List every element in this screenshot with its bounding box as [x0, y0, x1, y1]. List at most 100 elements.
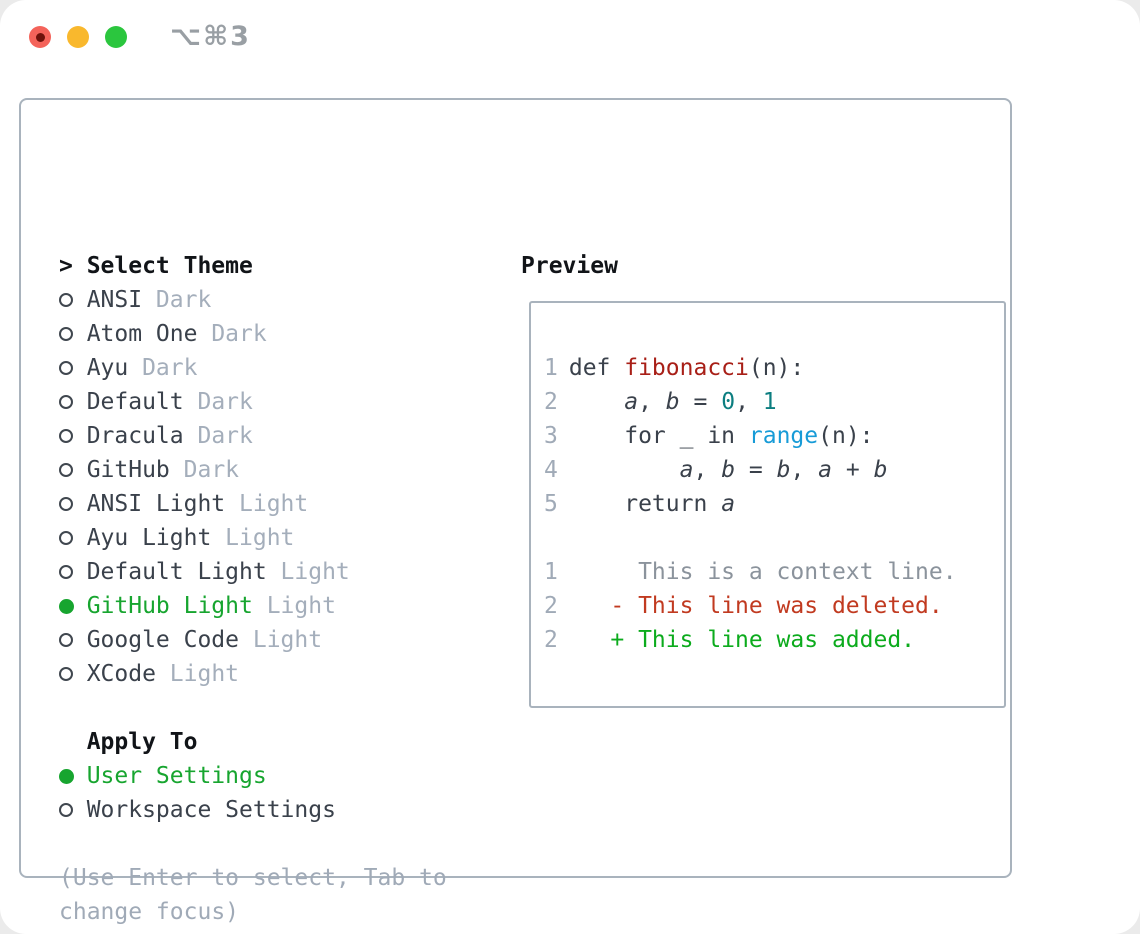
code-token — [735, 423, 749, 449]
code-token: range — [748, 423, 819, 449]
radio-selected-icon — [59, 768, 74, 784]
radio-icon — [59, 429, 87, 443]
code-line: 3 for _ in range(n): — [544, 419, 1004, 453]
radio-unselected-icon — [59, 429, 73, 443]
radio-selected-icon — [59, 598, 74, 614]
code-token: in — [707, 423, 736, 449]
titlebar[interactable]: ⌥⌘3 — [29, 21, 251, 52]
line-number: 1 — [544, 559, 558, 585]
radio-icon — [59, 768, 87, 784]
window-title: ⌥⌘3 — [170, 21, 251, 52]
code-token: = — [679, 389, 722, 415]
theme-option-xcode[interactable]: XCode Light — [59, 657, 504, 691]
code-line: 4 a, b = b, a + b — [544, 453, 1004, 487]
apply-option-workspace-settings[interactable]: Workspace Settings — [59, 793, 504, 827]
code-token: a — [721, 491, 736, 517]
radio-icon — [59, 327, 87, 341]
theme-name: Default — [86, 389, 184, 415]
radio-icon — [59, 565, 87, 579]
hint-line: change focus) — [59, 899, 240, 925]
code-token: , — [693, 457, 722, 483]
diff-line-added: 2 + This line was added. — [544, 623, 1004, 657]
radio-icon — [59, 633, 87, 647]
theme-variant-tag: Dark — [197, 423, 253, 449]
radio-unselected-icon — [59, 361, 73, 375]
theme-option-ayu-light[interactable]: Ayu Light Light — [59, 521, 504, 555]
code-token: return — [624, 491, 708, 517]
diff-line-context: 1 This is a context line. — [544, 555, 1004, 589]
radio-icon — [59, 531, 87, 545]
theme-variant-tag: Light — [239, 491, 309, 517]
code-token: (n): — [818, 423, 874, 449]
line-number: 2 — [544, 389, 558, 415]
minimize-button[interactable] — [67, 26, 89, 48]
diff-text: This is a context line. — [568, 559, 957, 585]
code-token: def — [568, 355, 625, 381]
code-token: + — [832, 457, 874, 483]
radio-icon — [59, 497, 87, 511]
diff-line-deleted: 2 - This line was deleted. — [544, 589, 1004, 623]
theme-variant-tag: Dark — [183, 457, 240, 483]
theme-name: XCode — [86, 661, 156, 687]
code-token: , — [790, 457, 819, 483]
radio-unselected-icon — [59, 565, 73, 579]
diff-preview: 1 This is a context line.2 - This line w… — [544, 555, 1004, 657]
zoom-button[interactable] — [105, 26, 127, 48]
diff-text: + This line was added. — [568, 627, 916, 653]
theme-name: ANSI — [86, 287, 143, 313]
spacer — [544, 521, 1004, 555]
radio-icon — [59, 803, 87, 817]
code-token — [569, 389, 624, 415]
line-number: 2 — [544, 627, 558, 653]
apply-option-user-settings[interactable]: User Settings — [59, 759, 504, 793]
code-token — [707, 491, 721, 517]
theme-variant-tag: Light — [169, 661, 240, 687]
theme-name: Ayu — [86, 355, 129, 381]
code-token: _ — [665, 423, 708, 449]
radio-unselected-icon — [59, 463, 73, 477]
diff-text: - This line was deleted. — [568, 593, 943, 619]
theme-variant-tag: Light — [225, 525, 295, 551]
radio-icon — [59, 395, 87, 409]
preview-header: Preview — [521, 253, 618, 279]
apply-option-name: Workspace Settings — [86, 797, 336, 823]
theme-option-ansi-light[interactable]: ANSI Light Light — [59, 487, 504, 521]
theme-variant-tag: Dark — [211, 321, 267, 347]
code-token: a — [818, 457, 833, 483]
theme-variant-tag: Light — [252, 627, 323, 653]
close-button[interactable] — [29, 26, 51, 48]
line-number: 1 — [544, 355, 558, 381]
theme-variant-tag: Light — [266, 593, 336, 619]
theme-name: Default Light — [86, 559, 267, 585]
code-token: 0 — [721, 389, 736, 415]
code-line: 5 return a — [544, 487, 1004, 521]
code-token — [569, 491, 624, 517]
radio-unselected-icon — [59, 803, 73, 817]
theme-variant-tag: Dark — [155, 287, 212, 313]
theme-option-ansi[interactable]: ANSI Dark — [59, 283, 504, 317]
radio-icon — [59, 293, 87, 307]
select-theme-header: > Select Theme — [59, 249, 504, 283]
code-token: a — [679, 457, 694, 483]
record-dot-icon — [35, 32, 45, 42]
select-theme-label: Select Theme — [86, 253, 253, 279]
theme-name: ANSI Light — [86, 491, 226, 517]
focus-caret-icon: > — [59, 253, 73, 279]
theme-name: Ayu Light — [86, 525, 212, 551]
spacer — [59, 691, 504, 725]
